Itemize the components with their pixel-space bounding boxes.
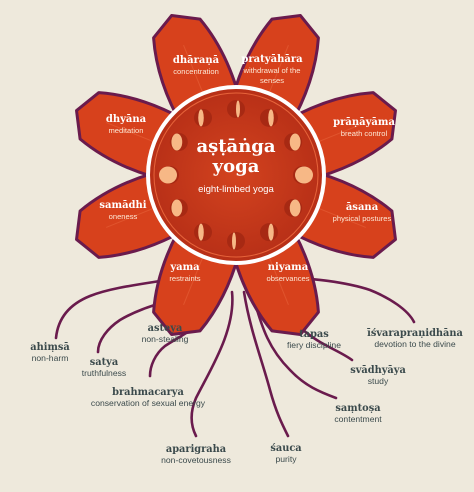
niyama-santosa-name: saṃtoṣa: [335, 403, 381, 414]
niyama-tapas-desc: fiery discipline: [287, 340, 341, 350]
yama-satya-desc: truthfulness: [82, 368, 126, 378]
yama-brahmacarya-name: brahmacarya: [112, 387, 184, 398]
moon-phase-lit-3: [289, 133, 301, 151]
limb-pranayama-desc: breath control: [341, 129, 388, 138]
moon-phase-lit-6: [268, 223, 274, 241]
niyama-sauca-desc: purity: [275, 454, 297, 464]
yama-labels: ahiṃsā non-harm satya truthfulness astey…: [30, 323, 231, 465]
center-disc: [146, 85, 326, 265]
niyama-svadhyaya-desc: study: [368, 376, 389, 386]
niyama-tapas-name: tapas: [299, 329, 329, 340]
yama-aparigraha-desc: non-covetousness: [161, 455, 231, 465]
limb-dharana-desc: concentration: [173, 67, 219, 76]
moon-phase-lit-1: [236, 100, 240, 118]
moon-phase-lit-8: [198, 223, 204, 241]
center-title-line1: aṣṭāṅga: [196, 136, 275, 157]
root-santosa: [250, 290, 338, 400]
moon-phase-lit-10: [159, 166, 177, 184]
niyama-isvara-desc: devotion to the divine: [374, 339, 455, 349]
limb-niyama-name: niyama: [268, 262, 309, 273]
niyama-santosa-desc: contentment: [334, 414, 382, 424]
moon-phase-lit-5: [289, 199, 301, 217]
yama-aparigraha-name: aparigraha: [166, 444, 227, 455]
center-title-line2: yoga: [212, 156, 260, 177]
moon-phase-lit-12: [198, 109, 204, 127]
limb-asana-name: āsana: [346, 202, 379, 213]
center-disc-inner: [153, 92, 319, 258]
yama-ahimsa-desc: non-harm: [32, 353, 69, 363]
moon-phase-lit-2: [268, 109, 274, 127]
limb-pratyahara-name: pratyāhāra: [241, 54, 303, 65]
limb-dharana-name: dhāraṇā: [173, 55, 220, 66]
limb-samadhi-desc: oneness: [109, 212, 138, 221]
root-sauca: [242, 290, 290, 438]
moon-phase-lit-11: [171, 133, 183, 151]
yama-satya-name: satya: [90, 357, 119, 368]
limb-dhyana-name: dhyāna: [106, 114, 147, 125]
yama-asteya-desc: non-stealing: [142, 334, 189, 344]
petal-labels: yama restraints niyama observances āsana…: [99, 54, 395, 283]
niyama-labels: tapas fiery discipline īśvarapraṇidhāna …: [270, 328, 463, 464]
moon-phase-lit-4: [295, 166, 313, 184]
moon-phase-lit-7: [232, 232, 236, 250]
limb-dhyana-desc: meditation: [108, 126, 143, 135]
niyama-isvara-name: īśvarapraṇidhāna: [367, 328, 463, 339]
moon-phase-lit-9: [171, 199, 183, 217]
limb-yama-desc: restraints: [169, 274, 200, 283]
limb-niyama-desc: observances: [266, 274, 309, 283]
limb-asana-desc: physical postures: [333, 214, 392, 223]
yama-asteya-name: asteya: [148, 323, 183, 334]
limb-yama-name: yama: [169, 262, 200, 273]
yama-ahimsa-name: ahiṃsā: [30, 342, 70, 353]
limb-pratyahara-desc1: withdrawal of the: [243, 66, 301, 75]
center-subtitle: eight-limbed yoga: [198, 184, 274, 195]
niyama-sauca-name: śauca: [270, 443, 302, 454]
limb-pranayama-name: prāṇāyāma: [333, 117, 395, 128]
moon-phase-ring: [159, 100, 313, 250]
limb-samadhi-name: samādhi: [99, 200, 146, 211]
yama-brahmacarya-desc: conservation of sexual energy: [91, 398, 206, 408]
niyama-svadhyaya-name: svādhyāya: [350, 365, 406, 376]
root-aparigraha: [190, 290, 234, 438]
limb-pratyahara-desc2: senses: [260, 76, 284, 85]
